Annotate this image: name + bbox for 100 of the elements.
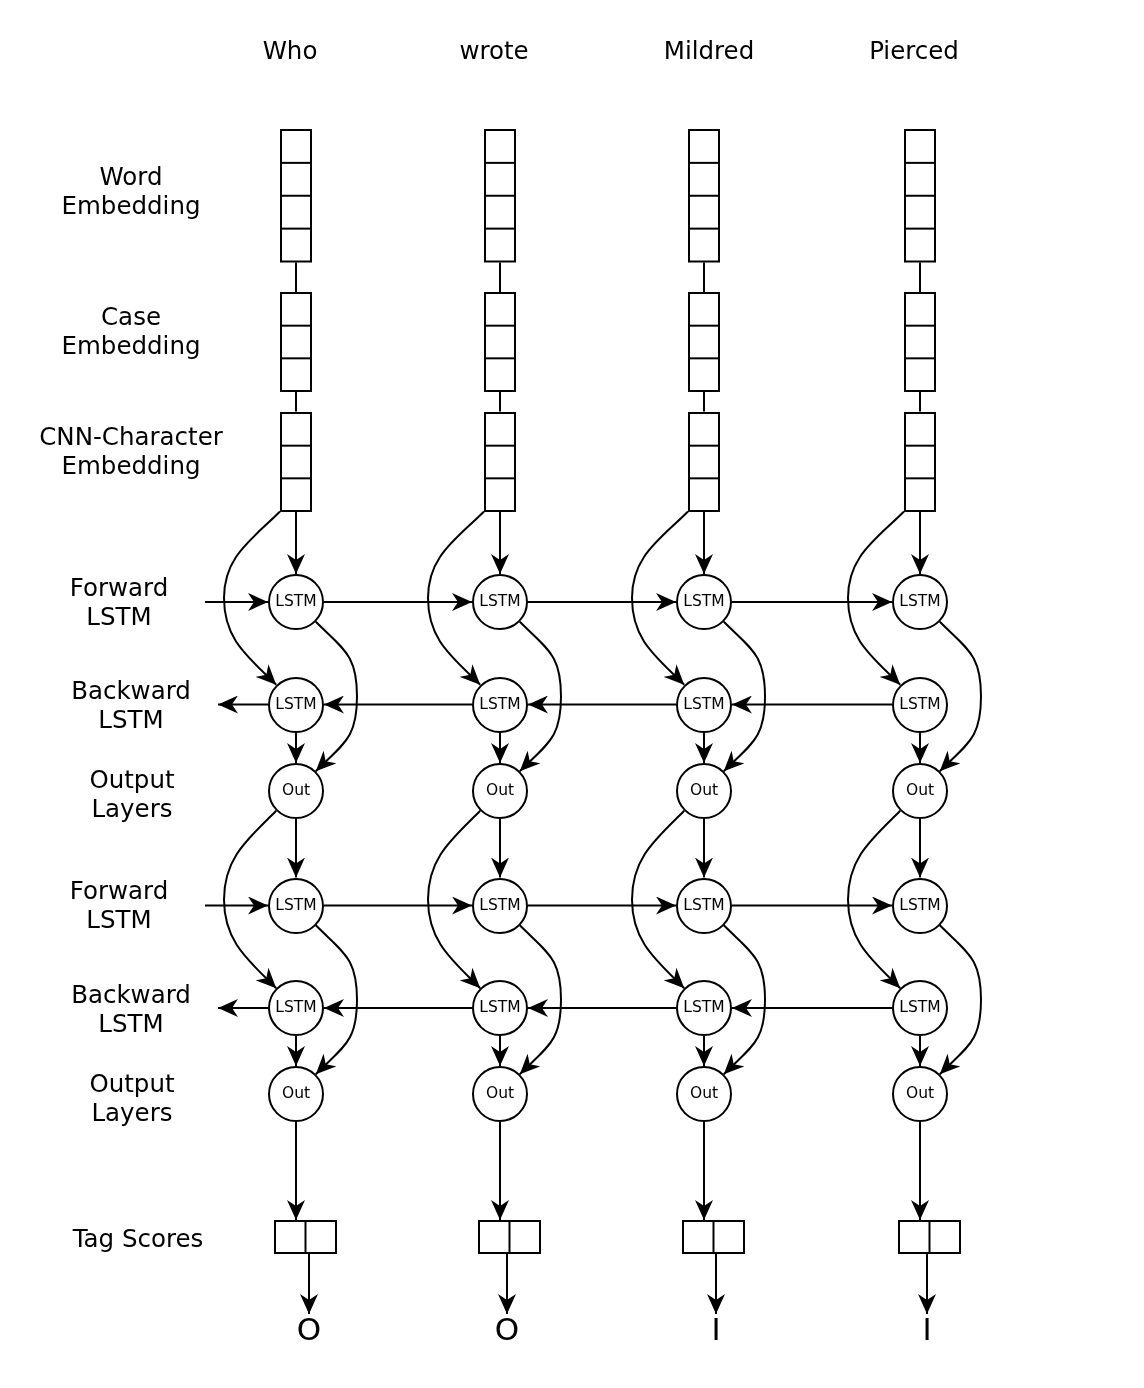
arrow [527,999,677,1017]
lstm-node: LSTM [472,980,528,1036]
embedding-vector [484,292,516,392]
arrow [707,1253,725,1315]
arrow [217,999,269,1017]
arrow [323,896,473,915]
tag-score-vector [898,1220,961,1254]
lstm-node: LSTM [676,676,732,733]
arrow [287,731,305,764]
lstm-node: LSTM [892,877,948,934]
connector-line [919,391,921,413]
tag-score-vector [682,1220,745,1254]
tag-score-vector [274,1220,337,1254]
arrow [491,818,509,879]
arrow [731,896,893,915]
output-node: Out [676,763,732,819]
lstm-node: LSTM [268,980,324,1036]
word-label: Mildred [662,35,756,65]
connector-line [703,391,705,413]
arrow [938,924,982,1076]
row-label: Backward LSTM [70,675,192,734]
lstm-node: LSTM [472,676,528,733]
output-node: Out [892,763,948,819]
row-label: Tag Scores [71,1223,205,1253]
arrow [491,1035,509,1067]
arrow [731,593,893,611]
output-node: Out [892,1066,948,1122]
arrow [695,1035,713,1067]
lstm-node: LSTM [892,980,948,1036]
arrow [314,924,358,1076]
lstm-node: LSTM [892,676,948,733]
tag-label: O [494,1314,520,1345]
arrow [722,620,766,773]
lstm-node: LSTM [472,574,528,630]
arrow [527,695,677,714]
arrow [695,1121,713,1221]
arrow [223,510,281,686]
arrow [911,1035,929,1067]
arrow [527,593,677,611]
row-label: Word Embedding [60,161,202,220]
arrow [491,731,509,764]
connector-line [295,261,297,293]
connector-line [919,261,921,293]
arrow [427,809,482,990]
row-label: CNN-Character Embedding [38,421,224,480]
word-label: wrote [458,35,530,65]
arrow [631,510,689,686]
arrow [695,510,713,575]
tag-label: O [296,1314,322,1345]
embedding-vector [904,129,936,263]
embedding-vector [280,129,312,263]
arrow [722,924,766,1076]
embedding-vector [280,411,312,512]
lstm-node: LSTM [892,574,948,630]
arrow [518,924,562,1076]
arrow [287,818,305,879]
embedding-vector [688,129,720,263]
lstm-node: LSTM [676,980,732,1036]
output-node: Out [676,1066,732,1122]
arrow [217,695,269,714]
arrow [204,593,269,611]
arrow [204,896,269,915]
connector-line [703,261,705,293]
row-label: Backward LSTM [70,979,192,1038]
arrow [323,593,473,611]
embedding-vector [904,411,936,512]
arrow [631,809,686,990]
arrow [847,809,902,990]
output-node: Out [472,1066,528,1122]
lstm-node: LSTM [676,574,732,630]
arrow [300,1253,318,1315]
embedding-vector [688,292,720,392]
arrow [911,818,929,879]
arrow [695,818,713,879]
arrow [527,896,677,915]
embedding-vector [484,129,516,263]
arrow [491,1121,509,1221]
row-label: Output Layers [88,1068,176,1127]
lstm-node: LSTM [268,676,324,733]
arrow [695,731,713,764]
output-node: Out [268,1066,324,1122]
lstm-node: LSTM [268,877,324,934]
output-node: Out [472,763,528,819]
connector-line [295,391,297,413]
row-label: Forward LSTM [68,875,170,934]
output-node: Out [268,763,324,819]
tag-score-vector [478,1220,541,1254]
arrow [287,1035,305,1067]
arrow [731,999,893,1017]
word-label: Pierced [868,35,960,65]
word-label: Who [261,35,319,65]
row-label: Forward LSTM [68,572,170,631]
arrow [223,809,278,990]
connector-line [499,391,501,413]
arrow [498,1253,516,1315]
arrow [847,510,905,686]
lstm-node: LSTM [676,877,732,934]
arrow [323,999,473,1017]
lstm-node: LSTM [268,574,324,630]
lstm-node: LSTM [472,877,528,934]
